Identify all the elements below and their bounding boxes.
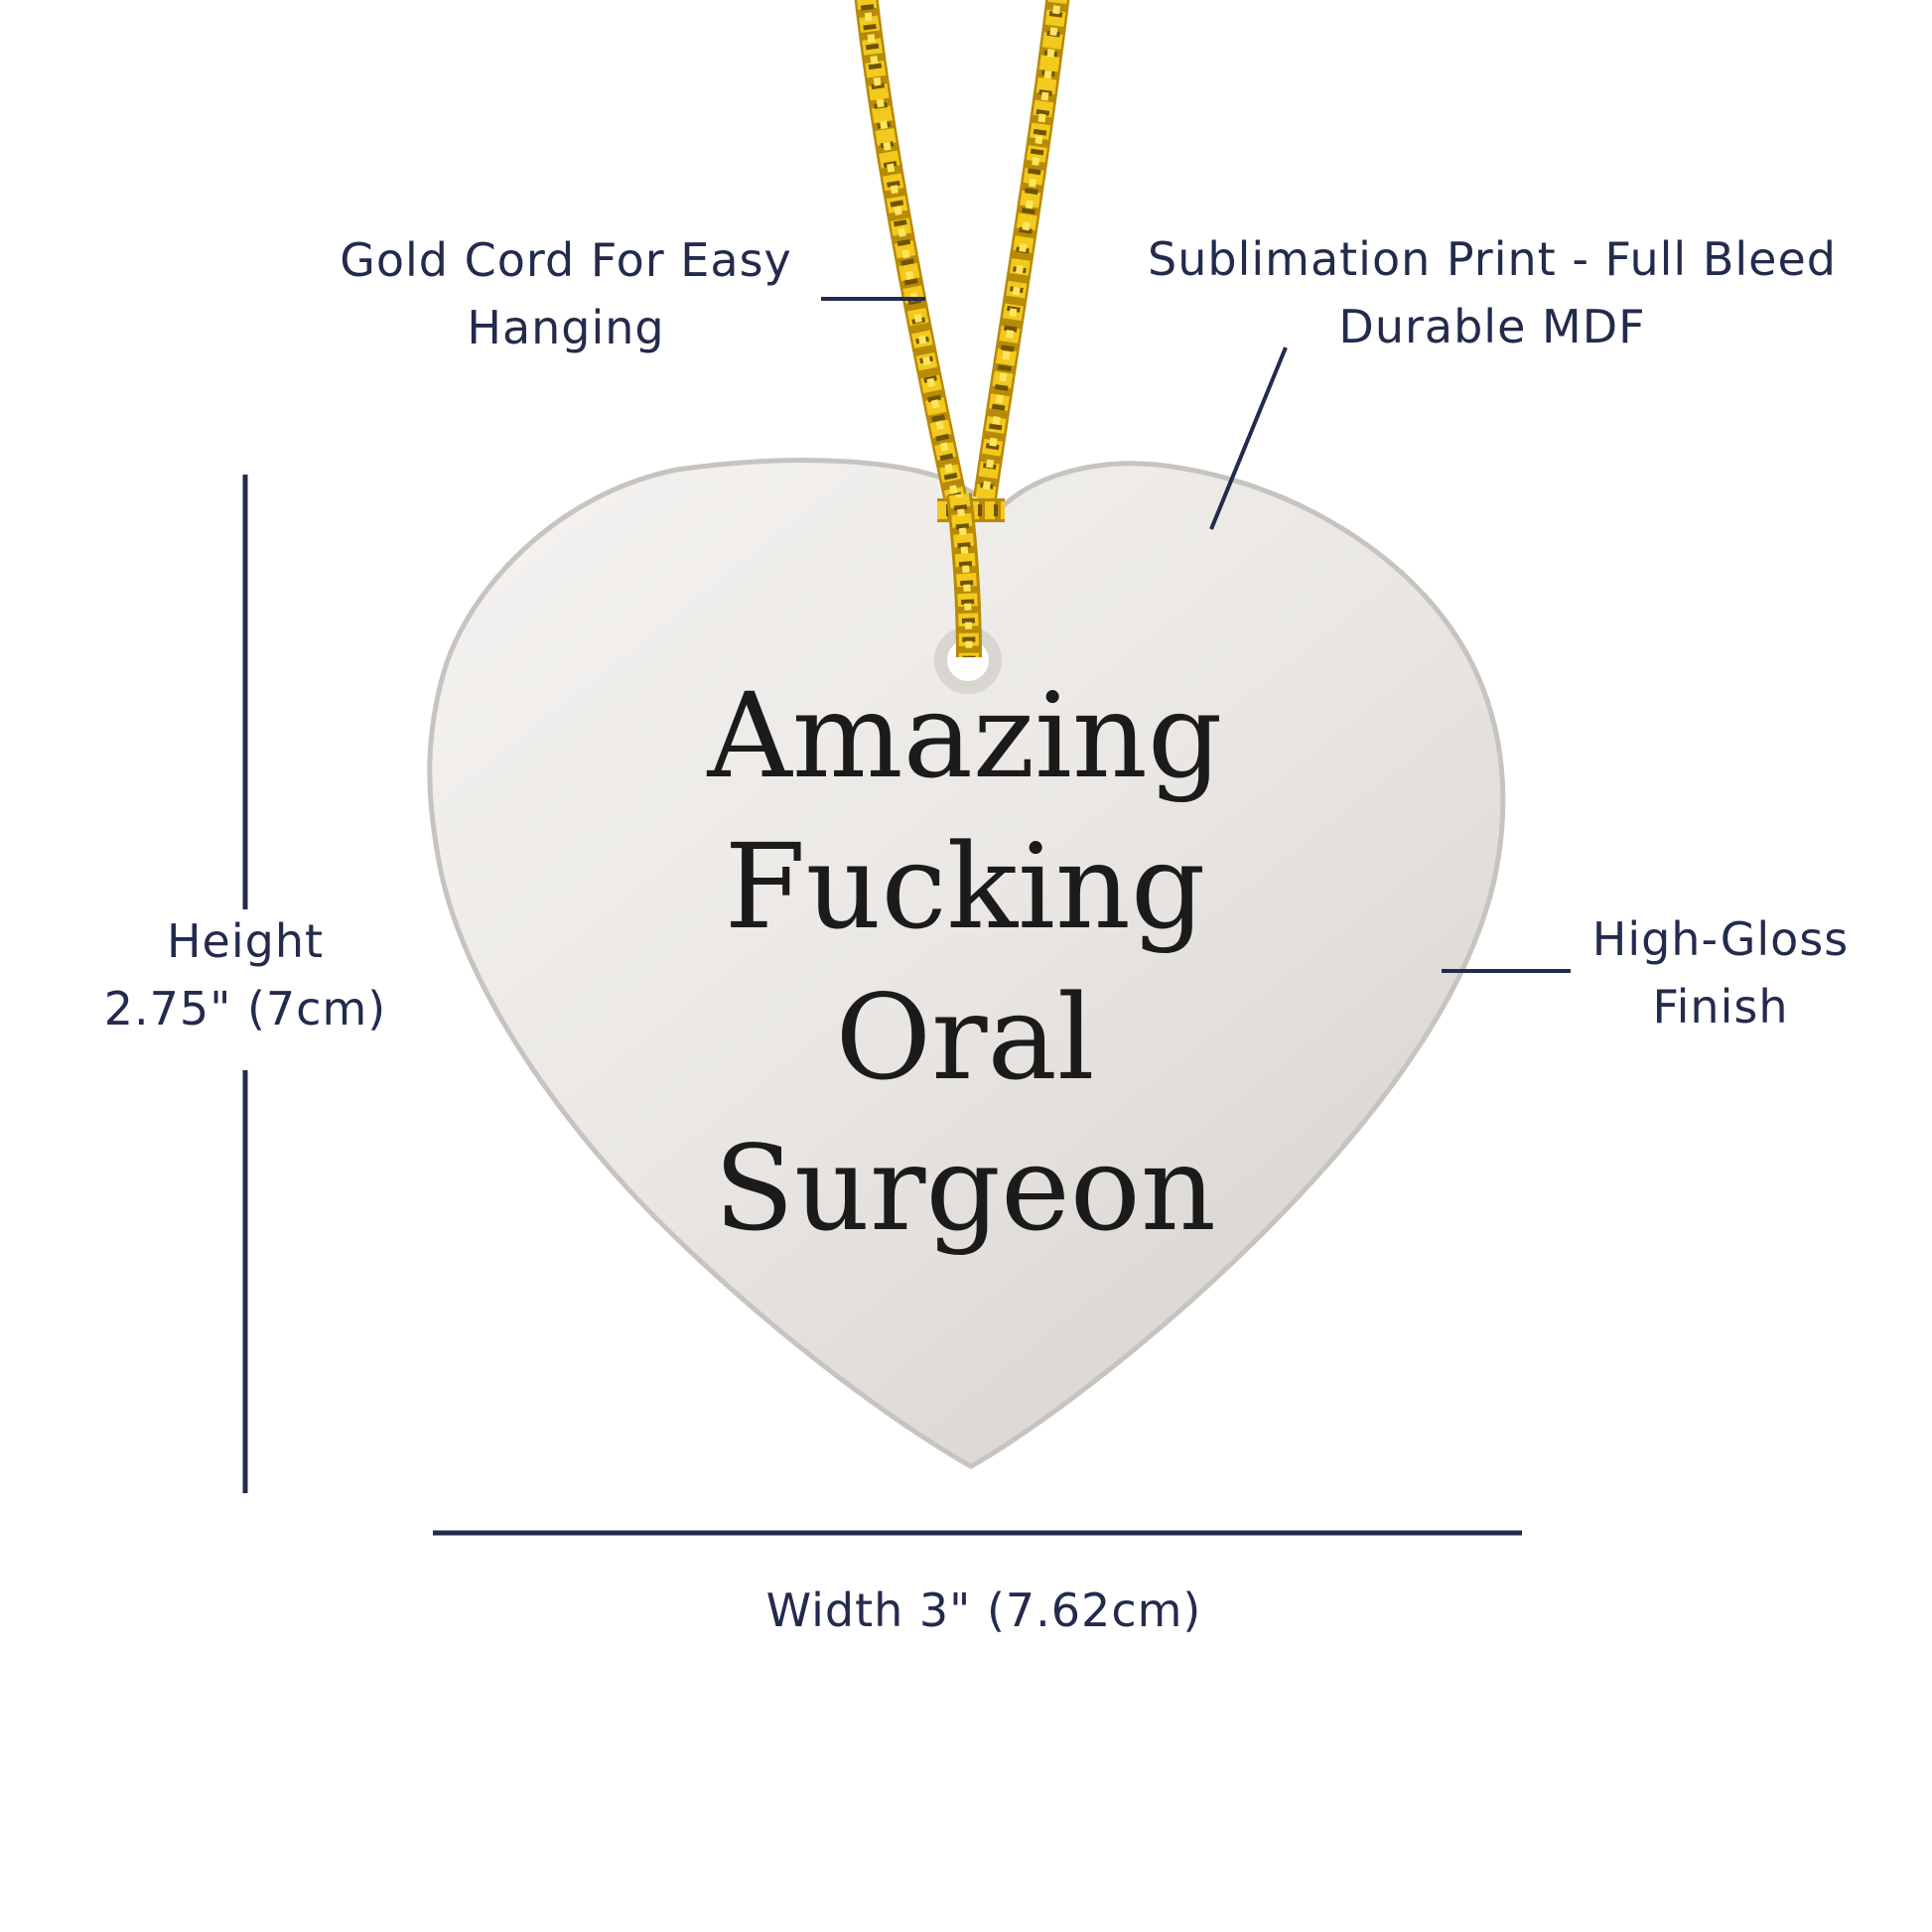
width-dimension-label: Width 3" (7.62cm) xyxy=(766,1577,1202,1644)
callout-sublimation: Sublimation Print - Full Bleed Durable M… xyxy=(1148,225,1837,360)
ornament-text-line: Surgeon xyxy=(714,1120,1216,1257)
height-dimension-title: Height xyxy=(166,914,325,968)
callout-high-gloss-line2: Finish xyxy=(1652,980,1789,1034)
height-dimension-label: Height 2.75" (7cm) xyxy=(104,907,386,1042)
gold-cord-right-strand xyxy=(985,0,1058,498)
callout-gold-cord: Gold Cord For Easy Hanging xyxy=(340,226,792,361)
callout-gold-cord-line2: Hanging xyxy=(467,301,665,354)
gold-cord-through-hole xyxy=(959,494,969,657)
callout-sublimation-line1: Sublimation Print - Full Bleed xyxy=(1148,232,1837,286)
height-dimension-value: 2.75" (7cm) xyxy=(103,982,387,1035)
width-dimension-value: Width 3" (7.62cm) xyxy=(765,1584,1202,1637)
ornament-printed-text: Amazing Fucking Oral Surgeon xyxy=(708,660,1223,1264)
callout-gold-cord-line1: Gold Cord For Easy xyxy=(340,233,792,287)
callout-sublimation-line2: Durable MDF xyxy=(1338,300,1646,353)
ornament-text-line: Fucking xyxy=(724,818,1206,955)
callout-high-gloss-line1: High-Gloss xyxy=(1591,912,1850,966)
ornament-text-line: Amazing xyxy=(707,667,1223,804)
callout-high-gloss: High-Gloss Finish xyxy=(1592,905,1850,1040)
ornament-text-line: Oral xyxy=(835,969,1095,1106)
heart-ornament xyxy=(427,458,1506,1469)
callout-line-sublimation xyxy=(1209,346,1288,530)
gold-cord-left-strand xyxy=(866,0,956,501)
